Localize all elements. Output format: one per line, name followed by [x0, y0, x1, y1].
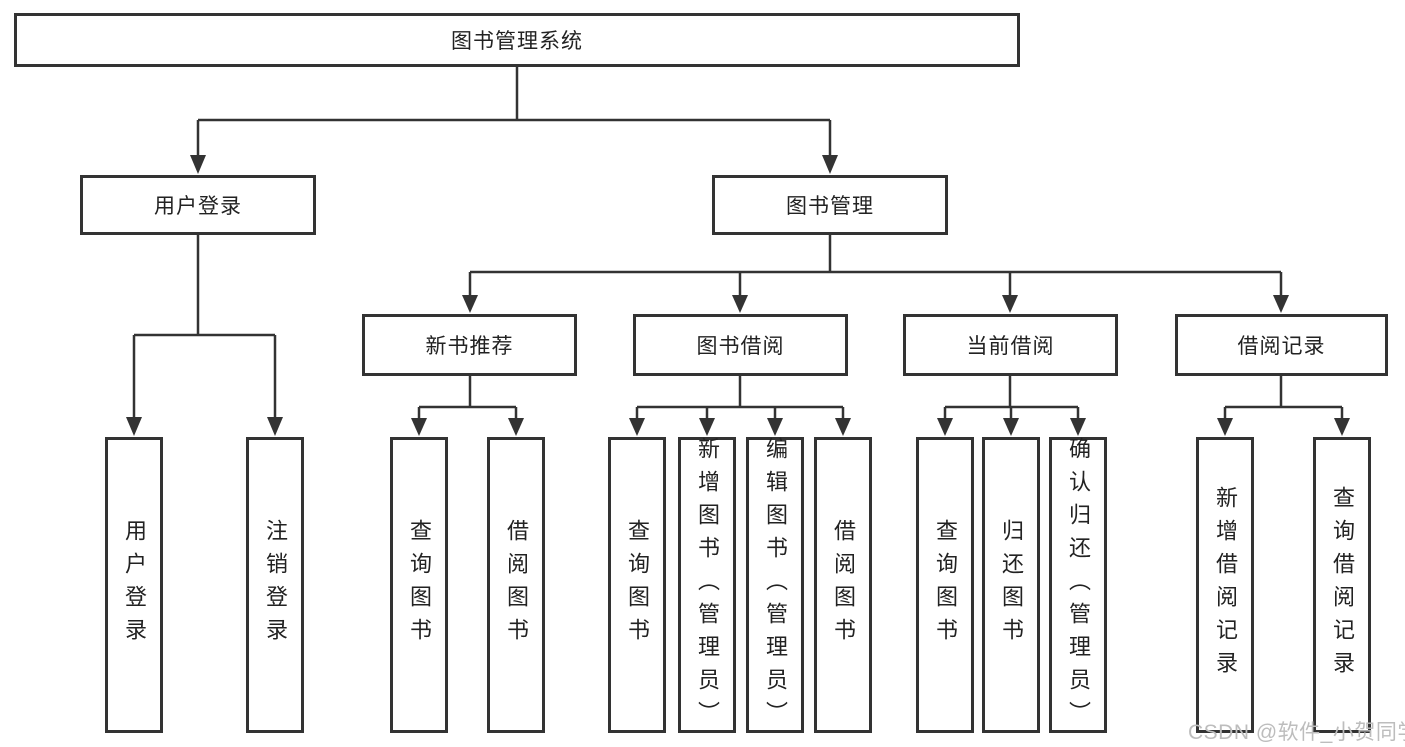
arrowhead-down: [1070, 418, 1086, 436]
node-label: 当前借阅: [966, 335, 1055, 358]
connector-borrowing-records-to-leaves: [1217, 376, 1350, 436]
node-label: 借阅记录: [1237, 335, 1326, 358]
arrowhead-down: [1334, 418, 1350, 436]
leaf-borrowing-query-books: 查询图书: [608, 437, 666, 733]
connector-current-borrowing-to-leaves: [937, 376, 1086, 436]
node-book-management: 图书管理: [712, 175, 948, 235]
leaf-current-return-books: 归还图书: [982, 437, 1040, 733]
csdn-watermark: CSDN @软件_小贺同学: [1188, 721, 1405, 744]
leaf-label: 借阅图书: [831, 519, 856, 651]
arrowhead-down: [1273, 295, 1289, 313]
leaf-recommend-borrow-books: 借阅图书: [487, 437, 545, 733]
leaf-label: 归还图书: [999, 519, 1024, 651]
connector-root-to-level2: [190, 67, 838, 174]
arrowhead-down: [629, 418, 645, 436]
leaf-logout: 注销登录: [246, 437, 304, 733]
arrowhead-down: [937, 418, 953, 436]
connector-lines: [196, 67, 832, 156]
connector-user-login-to-leaves: [126, 235, 283, 436]
leaf-current-confirm-return-admin: 确认归还（管理员）: [1049, 436, 1107, 734]
connector-lines: [1223, 376, 1344, 419]
leaf-records-query-record: 查询借阅记录: [1313, 437, 1371, 733]
leaf-label: 注销登录: [263, 519, 288, 651]
leaf-current-query-books: 查询图书: [916, 437, 974, 733]
node-label: 图书管理: [786, 195, 874, 218]
leaf-label: 用户登录: [122, 519, 147, 651]
connector-lines: [468, 235, 1283, 296]
leaf-label: 编辑图书（管理员）: [763, 436, 788, 734]
node-user-login: 用户登录: [80, 175, 316, 235]
arrowhead-down: [1003, 418, 1019, 436]
node-borrowing-records: 借阅记录: [1175, 314, 1388, 376]
leaf-borrowing-add-books-admin: 新增图书（管理员）: [678, 436, 736, 734]
node-label: 新书推荐: [425, 335, 514, 358]
arrowhead-down: [767, 418, 783, 436]
node-library-management-system: 图书管理系统: [14, 13, 1020, 67]
leaf-label: 查询图书: [625, 519, 650, 651]
leaf-borrowing-edit-books-admin: 编辑图书（管理员）: [746, 436, 804, 734]
connector-new-book-to-leaves: [411, 376, 524, 436]
arrowhead-down: [835, 418, 851, 436]
arrowhead-down: [126, 417, 142, 436]
leaf-records-add-record: 新增借阅记录: [1196, 437, 1254, 733]
connector-lines: [635, 376, 845, 419]
node-current-borrowing: 当前借阅: [903, 314, 1118, 376]
leaf-label: 查询图书: [933, 519, 958, 651]
connector-lines: [417, 376, 518, 419]
leaf-label: 查询图书: [407, 519, 432, 651]
connector-lines: [132, 235, 277, 418]
arrowhead-down: [1002, 295, 1018, 313]
node-book-borrowing: 图书借阅: [633, 314, 848, 376]
node-label: 图书借阅: [696, 335, 785, 358]
leaf-recommend-query-books: 查询图书: [390, 437, 448, 733]
connector-book-borrowing-to-leaves: [629, 376, 851, 436]
node-label: 用户登录: [154, 195, 242, 218]
arrowhead-down: [1217, 418, 1233, 436]
leaf-label: 新增借阅记录: [1213, 486, 1238, 684]
leaf-borrowing-borrow-books: 借阅图书: [814, 437, 872, 733]
arrowhead-down: [267, 417, 283, 436]
node-new-book-recommendation: 新书推荐: [362, 314, 577, 376]
node-label: 图书管理系统: [451, 30, 583, 53]
arrowhead-down: [732, 295, 748, 313]
connector-book-management-to-level3: [462, 235, 1289, 313]
arrowhead-down: [699, 418, 715, 436]
leaf-label: 查询借阅记录: [1330, 486, 1355, 684]
leaf-label: 新增图书（管理员）: [695, 436, 720, 734]
arrowhead-down: [508, 418, 524, 436]
arrowhead-down: [411, 418, 427, 436]
connector-lines: [943, 376, 1080, 419]
leaf-label: 确认归还（管理员）: [1066, 436, 1091, 734]
arrowhead-down: [822, 155, 838, 174]
leaf-user-login: 用户登录: [105, 437, 163, 733]
arrowhead-down: [190, 155, 206, 174]
leaf-label: 借阅图书: [504, 519, 529, 651]
arrowhead-down: [462, 295, 478, 313]
